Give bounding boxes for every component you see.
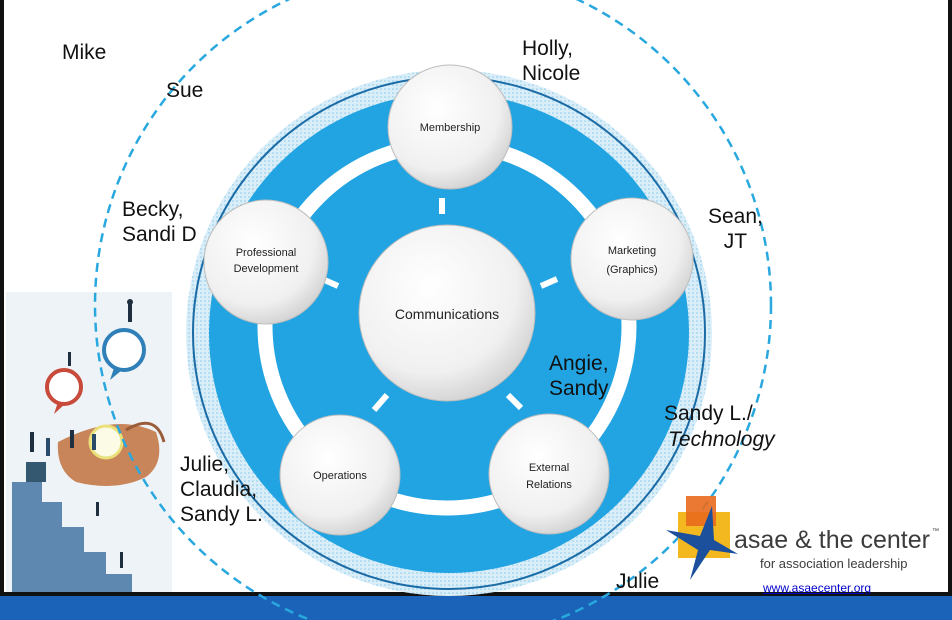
asae-star-logo-icon [666, 496, 738, 580]
name-becky-sandi: Becky, Sandi D [122, 198, 197, 246]
logo-url-link[interactable]: www.asaecenter.org [763, 581, 872, 595]
name-julie: Julie [616, 570, 660, 593]
name-sean-jt: Sean, JT [708, 205, 763, 253]
node-external-line2: Relations [526, 479, 572, 491]
node-marketing-line2: (Graphics) [606, 264, 657, 276]
name-sandy-technology: Sandy L./ [664, 402, 753, 425]
logo-trademark: ™ [932, 528, 939, 535]
name-julie-group: Julie, Claudia, Sandy L. [180, 453, 263, 526]
name-sue: Sue [166, 79, 204, 102]
logo-subtitle: for association leadership [760, 556, 908, 571]
name-holly-nicole: Holly, Nicole [522, 37, 581, 85]
node-operations: Operations [313, 470, 367, 482]
node-communications: Communications [395, 306, 499, 322]
node-membership: Membership [420, 122, 481, 134]
spokes [318, 198, 559, 412]
node-profdev-line1: Professional [236, 247, 297, 259]
outer-dashed-circle [93, 0, 773, 620]
people-illustration [6, 292, 172, 592]
name-technology-role: Technology [668, 428, 775, 451]
node-marketing-line1: Marketing [608, 245, 656, 257]
logo-text: asae & the center [734, 526, 930, 554]
bottom-bar [0, 596, 952, 620]
name-mike: Mike [62, 41, 107, 64]
name-angie-sandy: Angie, Sandy [549, 352, 609, 400]
node-external-line1: External [529, 462, 569, 474]
right-border [948, 0, 952, 598]
left-border [0, 0, 4, 598]
node-profdev-line2: Development [234, 263, 299, 275]
